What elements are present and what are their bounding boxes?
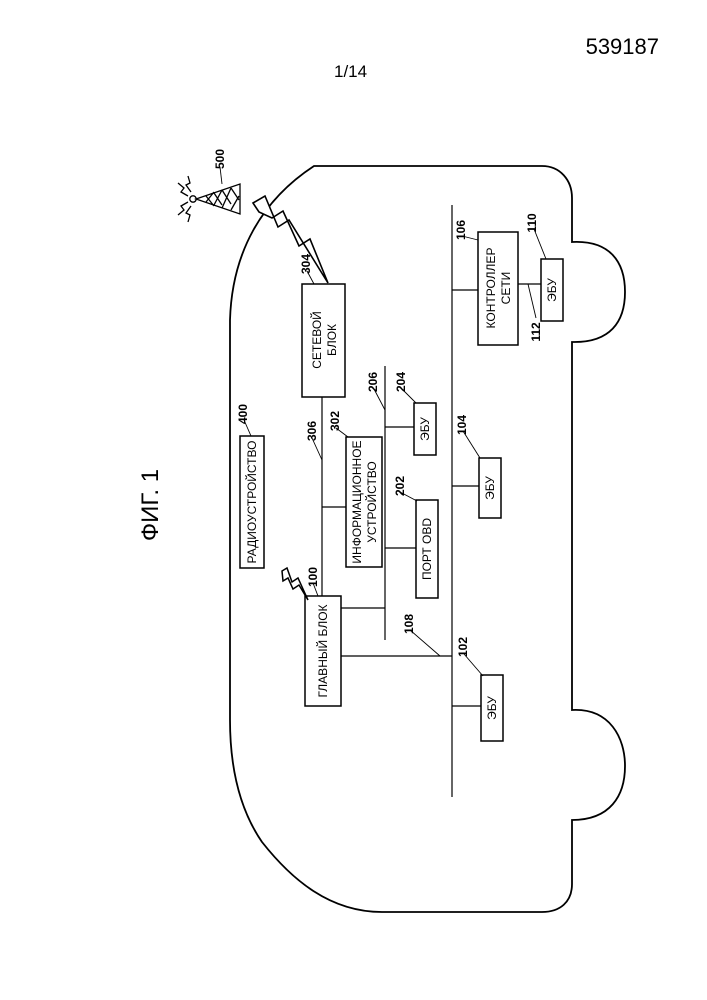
network-controller-label-line1: КОНТРОЛЛЕР	[484, 248, 498, 329]
wireless-link-bolt-icon	[253, 196, 328, 283]
ref-204: 204	[394, 372, 408, 392]
ref-112: 112	[529, 322, 543, 342]
ref-204-leader	[402, 389, 416, 403]
info-device-label-line2: УСТРОЙСТВО	[364, 461, 379, 542]
ref-206: 206	[366, 372, 380, 392]
network-unit-label-line1: СЕТЕВОЙ	[309, 311, 324, 369]
ref-104-leader	[463, 431, 480, 458]
ref-102-leader	[464, 654, 483, 676]
ref-112-leader	[528, 284, 536, 318]
antenna-tower-icon	[178, 176, 240, 222]
obd-port-label: ПОРТ OBD	[420, 518, 434, 580]
ref-108: 108	[402, 614, 416, 634]
info-device-label-line1: ИНФОРМАЦИОННОЕ	[350, 440, 364, 563]
ecu-204-label: ЭБУ	[418, 417, 432, 441]
network-controller-label-line2: СЕТИ	[499, 272, 513, 305]
main-unit-label: ГЛАВНЫЙ БЛОК	[315, 604, 330, 697]
ecu-102-label: ЭБУ	[485, 696, 499, 720]
ecu-110-label: ЭБУ	[545, 278, 559, 302]
ref-110: 110	[525, 213, 539, 233]
ref-108-leader	[410, 630, 440, 656]
radio-label: РАДИОУСТРОЙСТВО	[244, 441, 259, 564]
figure-title: ФИГ. 1	[137, 469, 164, 541]
ref-110-leader	[534, 229, 546, 259]
ref-202: 202	[393, 476, 407, 496]
radio-link-bolt-icon	[282, 568, 308, 600]
ref-104: 104	[455, 415, 469, 435]
network-unit-label-line2: БЛОК	[325, 324, 339, 356]
ref-400: 400	[236, 404, 250, 424]
ref-102: 102	[456, 637, 470, 657]
ref-306: 306	[305, 421, 319, 441]
ref-302-leader	[336, 428, 348, 437]
ref-302: 302	[328, 411, 342, 431]
ref-500: 500	[213, 149, 227, 169]
ecu-104-label: ЭБУ	[483, 476, 497, 500]
